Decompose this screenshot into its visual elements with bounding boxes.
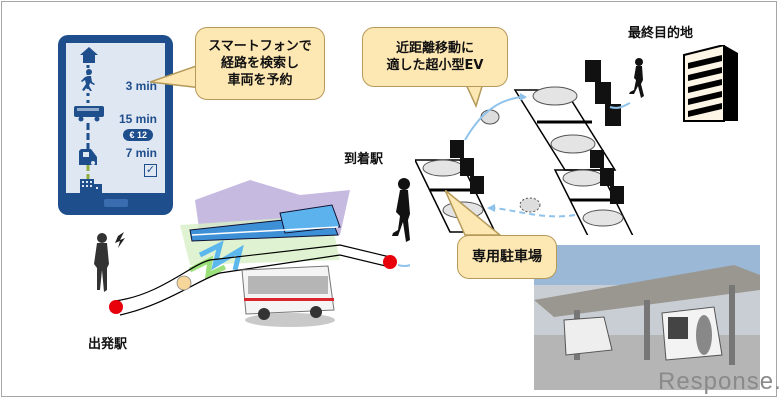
arrival-dot — [383, 255, 397, 269]
micro-ev-icon — [79, 149, 97, 165]
phone-screen: 3 min 15 min € 12 7 min ✓ — [66, 43, 165, 193]
response-watermark: Response. — [658, 368, 780, 395]
price-badge: € 12 — [123, 129, 153, 141]
callout-smartphone-line-2: 経路を検索し — [220, 56, 299, 71]
parking-facility-photo — [534, 245, 760, 390]
callout-micro-ev-line-2: 適した超小型EV — [386, 58, 484, 73]
walking-person-icon — [81, 69, 95, 91]
arrival-station-label: 到着駅 — [344, 152, 384, 167]
signal-bolt-icon — [115, 232, 125, 248]
return-arrow-dashed — [492, 207, 576, 218]
departure-station-label: 出発駅 — [88, 337, 128, 352]
transfer-dot — [176, 275, 192, 291]
final-destination-label: 最終目的地 — [628, 26, 694, 41]
departure-person-phone — [94, 232, 125, 292]
travel-route — [109, 180, 410, 316]
phone-home-button — [104, 199, 128, 207]
callout-tail-parking — [445, 190, 503, 236]
walking-person-silhouette — [629, 58, 644, 98]
callout-smartphone-line-1: スマートフォンで — [208, 39, 312, 54]
office-building-illustration — [683, 45, 738, 122]
route-line — [86, 65, 90, 179]
route-arrow-to-destination — [609, 102, 631, 109]
bus-illustration — [241, 265, 335, 327]
office-building-icon — [80, 179, 102, 193]
train-icon — [189, 204, 341, 242]
walk-duration: 3 min — [125, 79, 157, 93]
callout-micro-ev: 近距離移動に 適した超小型EV — [362, 27, 508, 87]
callout-micro-ev-line-1: 近距離移動に — [395, 41, 474, 56]
ev-parking-illustrations — [415, 60, 634, 235]
house-icon — [80, 47, 98, 63]
departure-dot — [109, 300, 123, 314]
ev-duration: 7 min — [125, 146, 157, 160]
ev-parking-lot-right — [553, 150, 634, 235]
bus-icon — [74, 106, 104, 122]
returning-ev-icon — [519, 197, 541, 213]
arrow-to-parking — [397, 263, 410, 267]
route-arrow-to-lot — [464, 96, 521, 141]
smartphone: 3 min 15 min € 12 7 min ✓ — [58, 35, 173, 215]
reserved-checkbox-icon[interactable]: ✓ — [144, 163, 157, 177]
callout-parking: 専用駐車場 — [457, 235, 557, 279]
ev-parking-lot-top — [513, 60, 621, 171]
callout-smartphone: スマートフォンで 経路を検索し 車両を予約 — [195, 27, 325, 100]
callout-smartphone-line-3: 車両を予約 — [227, 73, 293, 88]
arrival-walking-person — [392, 178, 410, 242]
bus-duration: 15 min — [118, 112, 157, 126]
moving-ev-icon — [480, 109, 500, 125]
